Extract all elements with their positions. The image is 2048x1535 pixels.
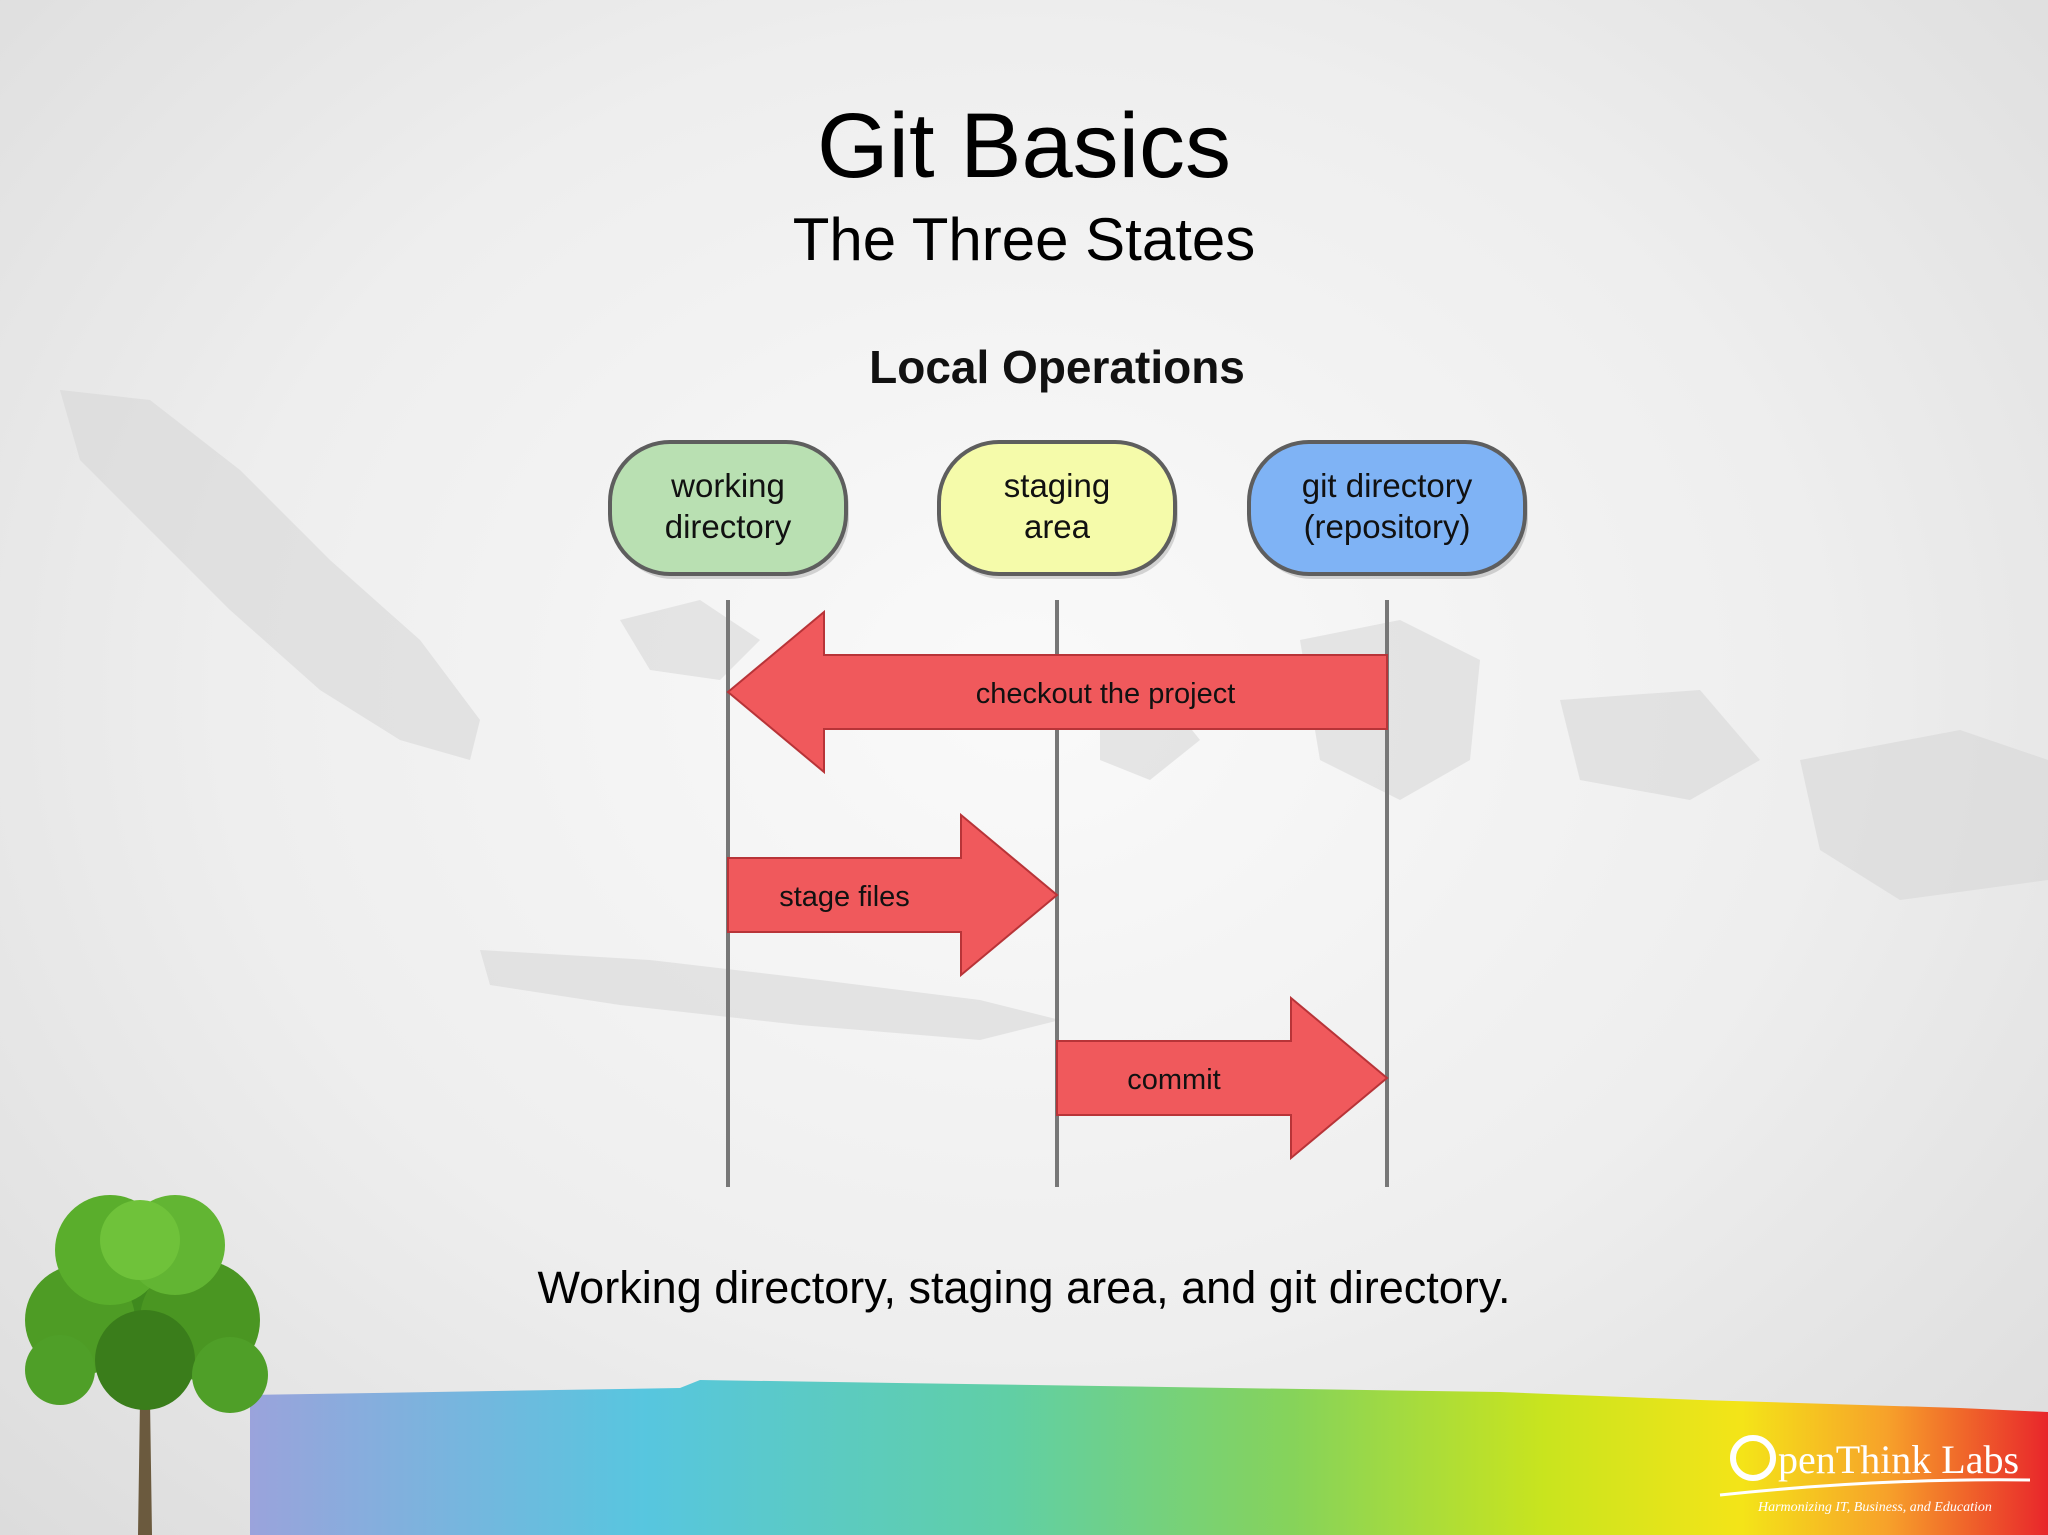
state-box-0: working directory bbox=[608, 440, 849, 579]
operation-arrow-0: checkout the project bbox=[726, 609, 1388, 775]
arrow-shape bbox=[726, 609, 1388, 775]
rainbow-footer bbox=[250, 1380, 2048, 1535]
state-label-line2: directory bbox=[665, 508, 792, 545]
arrow-shape bbox=[727, 812, 1059, 978]
slide-title: Git Basics bbox=[816, 95, 1232, 197]
logo-text: penThink Labs bbox=[1778, 1437, 2020, 1482]
state-label-line1: staging bbox=[1004, 467, 1110, 504]
logo-tagline: Harmonizing IT, Business, and Education bbox=[1758, 1500, 1992, 1515]
diagram-heading: Local Operations bbox=[869, 341, 1245, 393]
logo: penThink Labs bbox=[1730, 1435, 2019, 1483]
map-silhouette bbox=[60, 390, 2048, 1040]
state-label-line1: working bbox=[670, 467, 785, 504]
ring-logo-icon bbox=[1730, 1435, 1776, 1481]
state-label-line2: (repository) bbox=[1304, 508, 1471, 545]
three-states-diagram: Local Operations working directory staging… bbox=[608, 341, 1528, 1187]
state-label-line2: area bbox=[1024, 508, 1091, 545]
state-box-shape bbox=[608, 440, 848, 576]
arrow-label: checkout the project bbox=[976, 678, 1236, 710]
state-box-shape bbox=[1247, 440, 1527, 576]
slide-caption: Working directory, staging area, and git… bbox=[537, 1262, 1511, 1313]
state-box-2: git directory (repository) bbox=[1247, 440, 1528, 579]
operation-arrow-1: stage files bbox=[727, 812, 1059, 978]
arrow-shape bbox=[1056, 995, 1389, 1161]
arrow-label: stage files bbox=[779, 881, 910, 913]
state-box-shape bbox=[937, 440, 1177, 576]
slide-subtitle: The Three States bbox=[792, 206, 1256, 273]
arrow-label: commit bbox=[1127, 1064, 1220, 1096]
operation-arrow-2: commit bbox=[1056, 995, 1389, 1161]
tree-icon bbox=[25, 1195, 268, 1535]
state-label-line1: git directory bbox=[1302, 467, 1473, 504]
state-box-1: staging area bbox=[937, 440, 1178, 579]
